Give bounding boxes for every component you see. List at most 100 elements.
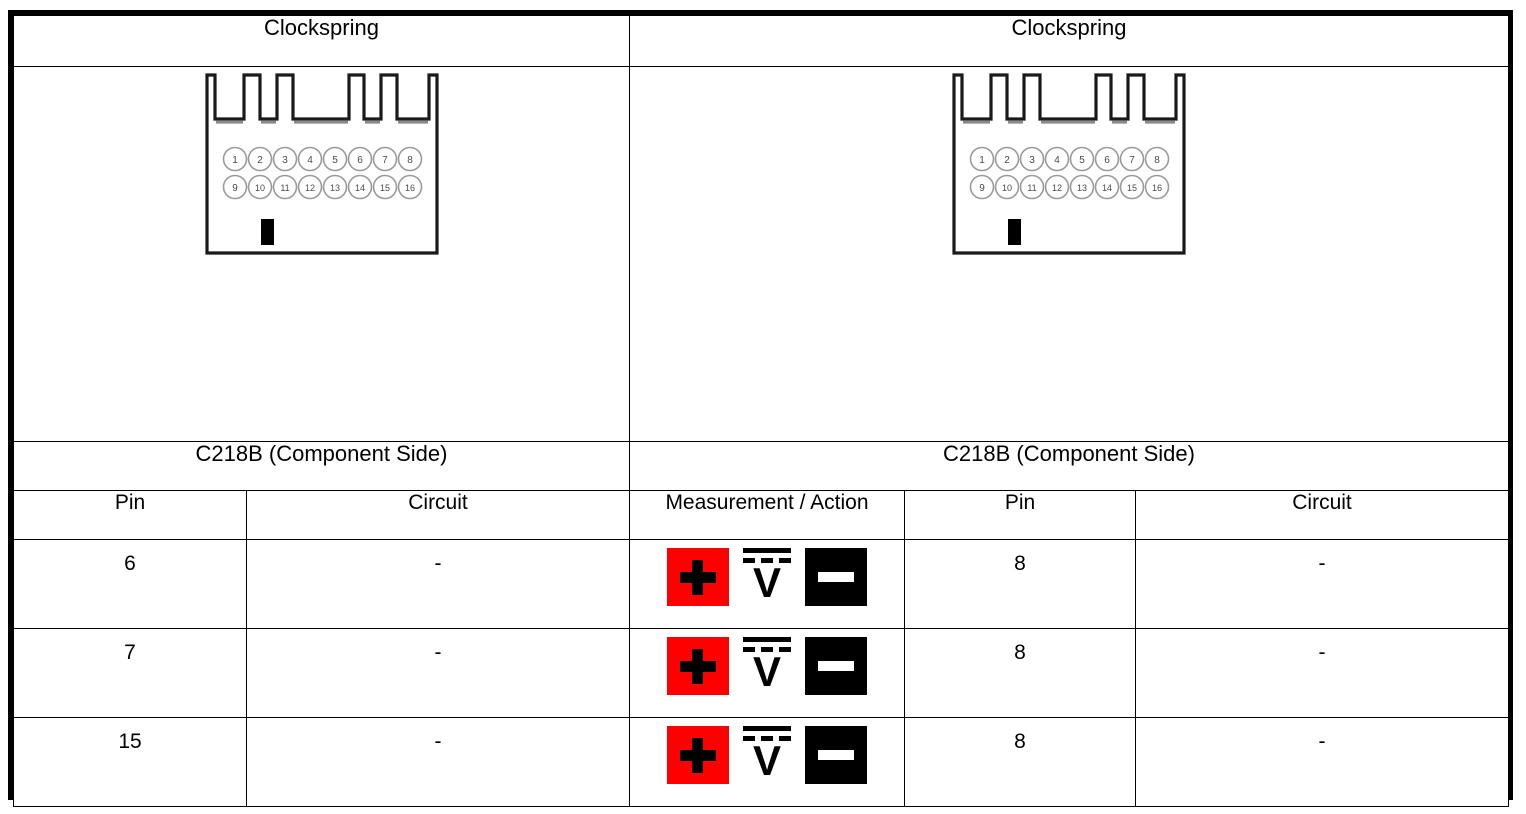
cell-pin-right: 8 [904, 539, 1136, 629]
header-cell-measurement: Measurement / Action [629, 490, 905, 540]
dc-voltage-icon: V [739, 546, 795, 608]
header-cell-circuit-right: Circuit [1134, 490, 1510, 540]
dc-voltage-icon: V [739, 635, 795, 697]
svg-text:4: 4 [1054, 155, 1060, 166]
header-pin-right: Pin [1004, 491, 1036, 514]
connector-drawing-row: 1 2 3 4 5 6 7 8 [13, 66, 1510, 442]
pin-row-top-left: 1 2 3 4 5 6 7 8 [222, 146, 422, 172]
16-pin-connector-icon-right: 1 2 3 4 5 6 7 8 [952, 73, 1186, 255]
connector-cell-right: 1 2 3 4 5 6 7 8 [628, 66, 1510, 442]
svg-text:13: 13 [329, 183, 339, 193]
svg-text:10: 10 [1002, 183, 1012, 193]
svg-text:7: 7 [1129, 155, 1135, 166]
svg-text:16: 16 [1152, 183, 1162, 193]
svg-text:6: 6 [1104, 155, 1110, 166]
value-circuit-right: - [1318, 641, 1326, 664]
value-circuit-left: - [434, 552, 442, 575]
cell-pin-left: 7 [13, 628, 247, 718]
table-row: 7 - V [13, 628, 1510, 718]
dc-voltage-symbol: V [752, 648, 781, 695]
value-circuit-left: - [434, 730, 442, 753]
panel-title-right: Clockspring [1011, 15, 1127, 40]
cell-measurement: V [629, 628, 905, 718]
pinout-table: Clockspring Clockspring [13, 15, 1510, 807]
measurement-icon-group: V [630, 540, 904, 608]
svg-text:6: 6 [357, 155, 363, 166]
svg-text:2: 2 [1004, 155, 1010, 166]
header-measurement: Measurement / Action [665, 491, 869, 514]
connector-cell-left: 1 2 3 4 5 6 7 8 [13, 66, 630, 442]
panel-title-left: Clockspring [264, 15, 379, 40]
pin-row-bottom-right: 9 10 11 12 13 14 15 16 [969, 174, 1170, 200]
svg-text:5: 5 [332, 155, 338, 166]
value-pin-right: 8 [1014, 730, 1026, 753]
header-circuit-right: Circuit [1292, 491, 1352, 514]
connector-drawing-left: 1 2 3 4 5 6 7 8 [14, 67, 629, 257]
measurement-icon-group: V [630, 629, 904, 697]
component-side-label-right: C218B (Component Side) [943, 441, 1195, 466]
svg-text:13: 13 [1077, 183, 1087, 193]
red-plus-probe-icon [667, 548, 729, 606]
cell-pin-left: 15 [13, 717, 247, 807]
svg-text:1: 1 [979, 155, 985, 166]
cell-circuit-right: - [1134, 628, 1510, 718]
component-side-cell-left: C218B (Component Side) [13, 441, 630, 491]
value-pin-left: 7 [124, 641, 136, 664]
value-pin-right: 8 [1014, 552, 1026, 575]
value-circuit-left: - [434, 641, 442, 664]
svg-text:11: 11 [280, 183, 289, 193]
svg-text:9: 9 [979, 183, 985, 194]
svg-text:12: 12 [1052, 183, 1062, 193]
svg-text:7: 7 [382, 155, 388, 166]
header-cell-pin-left: Pin [13, 490, 247, 540]
svg-text:9: 9 [232, 183, 238, 194]
black-minus-probe-icon [805, 548, 867, 606]
16-pin-connector-icon-left: 1 2 3 4 5 6 7 8 [204, 73, 439, 255]
svg-text:1: 1 [232, 155, 238, 166]
value-circuit-right: - [1318, 730, 1326, 753]
cell-pin-right: 8 [904, 628, 1136, 718]
svg-text:2: 2 [257, 155, 263, 166]
cell-pin-right: 8 [904, 717, 1136, 807]
connector-drawing-right: 1 2 3 4 5 6 7 8 [630, 67, 1508, 257]
component-side-cell-right: C218B (Component Side) [628, 441, 1510, 491]
cell-circuit-left: - [246, 717, 630, 807]
panel-title-cell-left: Clockspring [13, 15, 630, 67]
cell-circuit-left: - [246, 539, 630, 629]
cell-measurement: V [629, 539, 905, 629]
svg-text:11: 11 [1027, 183, 1036, 193]
component-side-label-left: C218B (Component Side) [195, 441, 448, 466]
table-row: 15 - V [13, 717, 1510, 807]
header-circuit-left: Circuit [408, 491, 468, 514]
cell-circuit-right: - [1134, 539, 1510, 629]
black-minus-probe-icon [805, 637, 867, 695]
svg-text:5: 5 [1079, 155, 1085, 166]
black-minus-probe-icon [805, 726, 867, 784]
header-cell-pin-right: Pin [904, 490, 1136, 540]
value-pin-left: 15 [118, 730, 142, 753]
red-plus-probe-icon [667, 637, 729, 695]
cell-measurement: V [629, 717, 905, 807]
value-circuit-right: - [1318, 552, 1326, 575]
cell-circuit-right: - [1134, 717, 1510, 807]
connector-key-block [1008, 219, 1021, 245]
panel-title-cell-right: Clockspring [628, 15, 1510, 67]
red-plus-probe-icon [667, 726, 729, 784]
title-row: Clockspring Clockspring [13, 15, 1510, 67]
measurement-icon-group: V [630, 718, 904, 786]
header-cell-circuit-left: Circuit [246, 490, 630, 540]
svg-text:4: 4 [307, 155, 313, 166]
value-pin-right: 8 [1014, 641, 1026, 664]
pin-row-top-right: 1 2 3 4 5 6 7 8 [969, 146, 1170, 172]
value-pin-left: 6 [124, 552, 136, 575]
table-row: 6 - V [13, 539, 1510, 629]
svg-text:3: 3 [1029, 155, 1035, 166]
column-header-row: Pin Circuit Measurement / Action Pin Cir… [13, 490, 1510, 540]
cell-circuit-left: - [246, 628, 630, 718]
component-side-row: C218B (Component Side) C218B (Component … [13, 441, 1510, 491]
pin-row-bottom-left: 9 10 11 12 13 14 15 16 [222, 174, 422, 200]
svg-text:16: 16 [404, 183, 414, 193]
svg-text:14: 14 [1102, 183, 1112, 193]
svg-text:8: 8 [407, 155, 413, 166]
header-pin-left: Pin [114, 491, 146, 514]
